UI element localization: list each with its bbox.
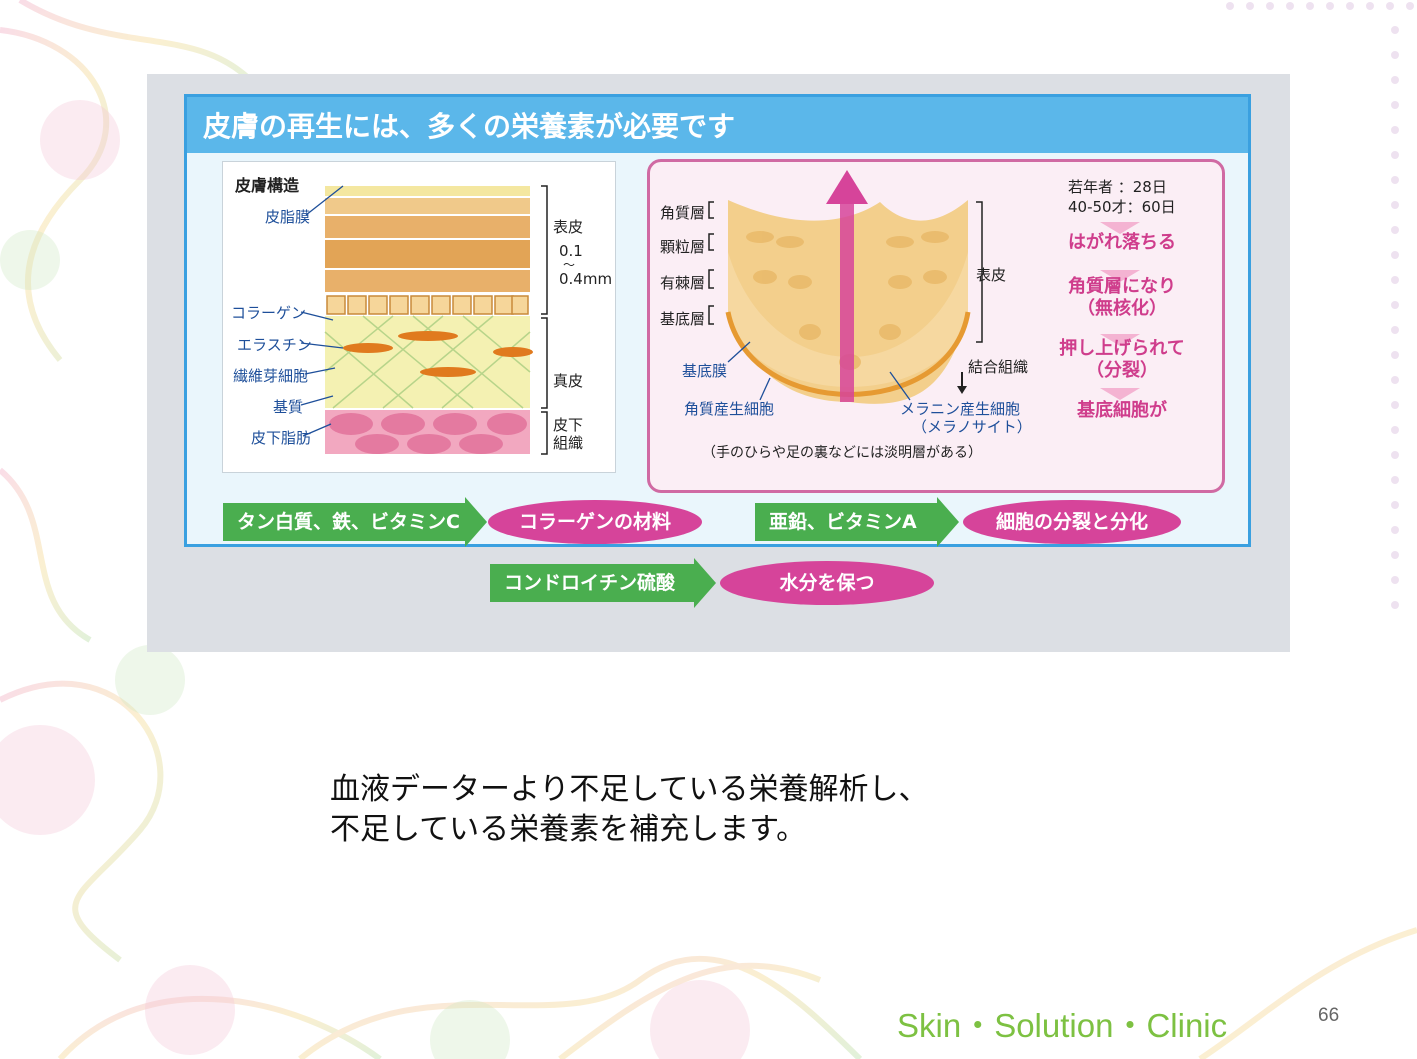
- page-number: 66: [1318, 1005, 1340, 1026]
- step-pushed-up: 押し上げられて: [1059, 338, 1185, 359]
- flow-result-cell-division: 細胞の分裂と分化: [963, 500, 1181, 544]
- skin-structure-diagram: 皮膚構造 皮脂膜 コラーゲン エラスチン 繊維芽細胞 基質 皮下脂肪 表皮 0.…: [222, 161, 616, 473]
- thickness-tilde: 〜: [563, 258, 576, 272]
- flow-result-collagen-material: コラーゲンの材料: [488, 500, 702, 544]
- skin-structure-illustration: [300, 185, 548, 455]
- panel-title: 皮膚の再生には、多くの栄養素が必要です: [203, 110, 736, 143]
- step-division: （分裂）: [1086, 360, 1158, 381]
- step-shed: はがれ落ちる: [1068, 232, 1176, 253]
- layer-stratum-corneum: 角質層: [660, 204, 706, 222]
- turnover-adult: 40-50才：60日: [1068, 198, 1176, 216]
- caption-line-1: 血液データーより不足している栄養解析し、: [330, 772, 929, 807]
- step-become-corneum: 角質層になり: [1068, 276, 1176, 297]
- layer-stratum-spinosum: 有棘層: [660, 274, 706, 292]
- label-subcutaneous-fat: 皮下脂肪: [251, 429, 312, 447]
- layer-stratum-basale: 基底層: [660, 310, 706, 328]
- panel-header: 皮膚の再生には、多くの栄養素が必要です: [187, 97, 1248, 153]
- step-denucleate: （無核化）: [1077, 298, 1167, 319]
- label-stratum-lucidum-note: （手のひらや足の裏などには淡明層がある）: [702, 445, 982, 461]
- label-melanocyte: メラニン産生細胞: [900, 400, 1021, 418]
- epidermis-detail-diagram: 角質層 顆粒層 有棘層 基底層 基底膜 角質産生細胞 メラニン産生細胞 （メラノ…: [647, 159, 1225, 493]
- flow-result-retain-moisture: 水分を保つ: [720, 561, 934, 605]
- label-fibroblast: 繊維芽細胞: [233, 367, 309, 385]
- label-keratinocyte: 角質産生細胞: [684, 400, 775, 418]
- thickness-min: 0.1: [559, 242, 583, 260]
- label-sebum-film: 皮脂膜: [265, 208, 311, 226]
- label-matrix: 基質: [273, 398, 304, 416]
- turnover-young: 若年者 ：28日: [1068, 178, 1167, 196]
- caption-line-2: 不足している栄養素を補充します。: [330, 812, 807, 847]
- step-basal-cell: 基底細胞が: [1077, 400, 1167, 421]
- skin-regeneration-infographic: 皮膚の再生には、多くの栄養素が必要です: [147, 74, 1290, 652]
- label-collagen: コラーゲン: [231, 304, 307, 322]
- thickness-max: 0.4mm: [559, 270, 613, 288]
- layer-stratum-granulosum: 顆粒層: [660, 238, 706, 256]
- flow-source-zinc-vita: 亜鉛、ビタミンA: [755, 497, 959, 547]
- label-connective-tissue: 結合組織: [968, 358, 1029, 376]
- label-subcutis-2: 組織: [553, 434, 584, 452]
- label-subcutis-1: 皮下: [553, 416, 584, 434]
- label-melanocyte-sub: （メラノサイト）: [912, 418, 1032, 436]
- label-epidermis: 表皮: [553, 218, 584, 236]
- skin-structure-heading: 皮膚構造: [235, 176, 300, 195]
- epidermis-cross-section: [708, 170, 1140, 404]
- clinic-brand: Skin・Solution・Clinic: [897, 1007, 1228, 1044]
- label-dermis: 真皮: [553, 372, 584, 390]
- label-epidermis-right: 表皮: [976, 266, 1007, 284]
- info-panel: 皮膚の再生には、多くの栄養素が必要です: [184, 94, 1251, 547]
- flow-source-protein-iron-vitc: タン白質、鉄、ビタミンC: [223, 497, 487, 547]
- label-basement-membrane: 基底膜: [682, 362, 728, 380]
- flow-source-chondroitin: コンドロイチン硫酸: [490, 558, 716, 608]
- slide-caption: 血液データーより不足している栄養解析し、 不足している栄養素を補充します。: [330, 770, 929, 850]
- label-elastin: エラスチン: [237, 336, 312, 354]
